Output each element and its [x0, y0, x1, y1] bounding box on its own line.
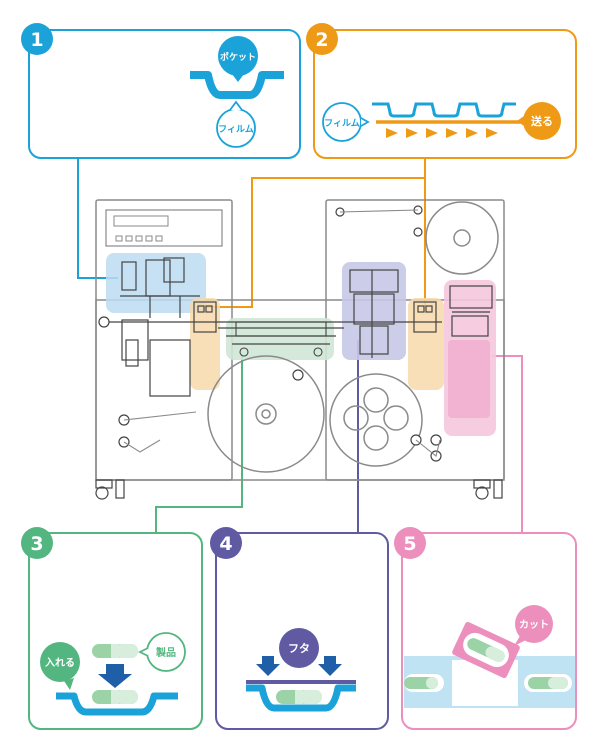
step-5-badge [394, 527, 426, 559]
lid-label-bubble [279, 628, 319, 668]
feed-station-left [193, 301, 217, 333]
display-screen [113, 215, 169, 227]
connector-step-3 [155, 354, 243, 533]
feed-label: 送る [530, 114, 553, 128]
step-4-panel: 4 フタ [210, 527, 389, 730]
sealing-station [349, 269, 399, 358]
cutting-station [449, 285, 493, 337]
zone-forming [106, 253, 206, 313]
pocket-film-3 [56, 692, 178, 716]
cutting-box [448, 340, 490, 418]
product-label: 製品 [155, 646, 176, 659]
machine-base [95, 299, 505, 481]
step-4-number: 4 [219, 533, 232, 555]
zone-feed-right [408, 298, 444, 390]
step-3-number: 3 [30, 533, 43, 555]
step-4-badge [210, 527, 242, 559]
zone-filling [226, 318, 334, 360]
bottom-film-roll [207, 355, 325, 473]
upper-roll [425, 201, 499, 275]
zone-sealing [342, 262, 406, 360]
step-5-number: 5 [403, 533, 416, 555]
cut-blister [452, 621, 520, 679]
connector-step-5 [492, 355, 523, 533]
pocket-film-4 [246, 684, 356, 712]
pocket-film [190, 71, 284, 99]
press-arrow-left [256, 656, 280, 676]
pocket-film-strip [372, 102, 516, 118]
machine-casters [95, 479, 503, 500]
step-2-number: 2 [315, 29, 328, 51]
step-3-badge [21, 527, 53, 559]
film-label: フィルム [218, 124, 254, 135]
feed-station-right [413, 301, 437, 333]
step-2-panel: 2 フィルム 送る [306, 23, 577, 159]
insert-arrow [98, 664, 132, 688]
feed-label-bubble [523, 102, 561, 140]
cut-label: カット [519, 619, 549, 631]
step-2-badge [306, 23, 338, 55]
step-5-panel: 5 カット [394, 527, 577, 730]
step-1-number: 1 [30, 29, 43, 51]
step-1-box [28, 29, 301, 159]
insert-label: 入れる [45, 657, 75, 669]
filling-station [235, 321, 327, 357]
lid-film-roll [329, 373, 423, 467]
press-arrow-right [318, 656, 342, 676]
connector-step-2-left [206, 158, 426, 308]
insert-label-bubble [40, 642, 80, 682]
film-label-2: フィルム [324, 118, 360, 129]
step-1-panel: 1 ポケット フィルム [21, 23, 301, 159]
pocket-label-bubble [218, 36, 258, 76]
machine-illustration [95, 199, 505, 500]
film-rolls [207, 201, 499, 473]
connector-step-1 [77, 158, 118, 279]
lid-label: フタ [288, 642, 310, 655]
step-2-box [313, 29, 577, 159]
control-panel [105, 209, 223, 247]
forming-station [120, 257, 200, 397]
zone-feed-left [190, 298, 220, 390]
feed-arrows [386, 128, 498, 138]
step-1-badge [21, 23, 53, 55]
cut-label-bubble [515, 605, 553, 643]
step-3-panel: 3 入れる 製品 [21, 527, 203, 730]
guide-rollers [98, 205, 442, 462]
panel-buttons [115, 235, 163, 242]
pocket-label: ポケット [220, 51, 256, 63]
